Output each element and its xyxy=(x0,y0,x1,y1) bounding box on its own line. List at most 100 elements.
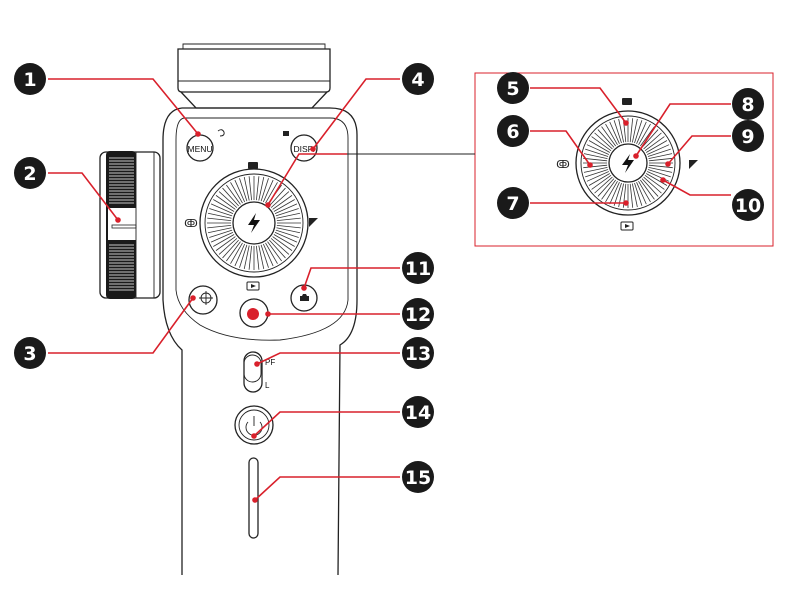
callout-number: 7 xyxy=(506,193,519,215)
exposure-icon xyxy=(309,218,318,227)
dial-tick xyxy=(239,244,248,268)
dial-tick xyxy=(258,176,265,201)
inset-checker-icon xyxy=(622,98,632,105)
dial-tick xyxy=(269,187,286,207)
play-icon xyxy=(246,281,260,291)
inset-flash-icon xyxy=(622,154,634,173)
dial-tick xyxy=(275,229,299,238)
photo-button[interactable] xyxy=(290,284,318,312)
dial-tick xyxy=(226,184,241,205)
dial-tick xyxy=(648,153,673,160)
dial-tick xyxy=(645,140,668,153)
inset-rotate-icon: ↂ xyxy=(556,158,570,171)
dial-tick xyxy=(601,126,616,147)
dial-tick xyxy=(645,173,668,186)
auto-icon xyxy=(283,131,289,136)
callout-badge-6: 6 xyxy=(497,115,529,147)
dial-tick xyxy=(605,180,618,203)
dial-tick xyxy=(583,157,608,162)
dial-tick xyxy=(270,191,290,208)
disp-label: DISP. xyxy=(293,144,314,154)
dial-tick xyxy=(260,244,269,268)
dial-tick xyxy=(634,182,643,206)
dial-tick xyxy=(591,175,612,190)
dial-tick xyxy=(265,242,278,264)
back-arrow-icon xyxy=(217,129,225,137)
callout-badge-2: 2 xyxy=(14,157,46,189)
dial-tick xyxy=(588,140,611,153)
dial-tick xyxy=(239,178,248,202)
dial-tick xyxy=(207,227,232,234)
dial-tick xyxy=(262,243,274,267)
callout-number: 2 xyxy=(23,163,36,185)
mode-switch-l-label: L xyxy=(265,381,270,390)
dial-tick xyxy=(641,178,659,197)
dial-tick xyxy=(230,242,243,264)
dial-tick xyxy=(272,195,293,210)
mode-switch-pf-label: PF xyxy=(265,358,275,367)
dial-tick xyxy=(276,225,301,229)
callout-badge-8: 8 xyxy=(732,88,764,120)
callout-number: 9 xyxy=(741,126,754,148)
dial-tick xyxy=(272,236,293,251)
callout-number: 10 xyxy=(735,195,761,217)
mode-switch[interactable]: PF L xyxy=(243,351,275,393)
dial-tick xyxy=(643,132,662,150)
dial-tick xyxy=(613,120,622,144)
dial-tick xyxy=(594,176,613,194)
callout-number: 6 xyxy=(506,121,519,143)
dial-tick xyxy=(586,171,609,182)
dial-tick xyxy=(629,118,634,143)
dial-tick xyxy=(634,120,643,144)
dial-tick xyxy=(274,203,298,215)
callout-number: 15 xyxy=(405,467,431,489)
top-mount xyxy=(177,43,331,109)
dial-tick xyxy=(588,173,611,186)
dial-tick xyxy=(276,217,301,221)
main-dial[interactable] xyxy=(199,168,309,278)
flash-icon xyxy=(248,213,260,233)
dial-tick xyxy=(613,182,622,206)
dial-tick xyxy=(647,148,671,157)
dial-tick xyxy=(248,176,252,201)
dial-tick xyxy=(631,118,638,143)
inset-play-icon xyxy=(620,221,634,231)
disp-button[interactable]: DISP. xyxy=(290,134,318,162)
dial-tick xyxy=(609,121,620,144)
dial-tick xyxy=(276,227,301,234)
callout-number: 4 xyxy=(411,69,424,91)
dial-tick xyxy=(594,132,613,150)
menu-button[interactable]: MENU xyxy=(186,134,214,162)
dial-tick xyxy=(583,166,608,173)
dial-tick xyxy=(222,239,239,259)
dial-tick xyxy=(213,199,235,212)
dial-tick xyxy=(638,180,651,203)
dial-tick xyxy=(640,126,655,147)
callout-badge-13: 13 xyxy=(402,337,434,369)
dial-tick xyxy=(648,166,673,173)
callout-badge-5: 5 xyxy=(497,72,529,104)
dial-tick xyxy=(243,245,250,270)
dial-tick xyxy=(641,129,659,148)
dial-tick xyxy=(636,121,647,144)
record-button[interactable] xyxy=(239,298,269,328)
dial-tick xyxy=(265,182,278,204)
camera-icon xyxy=(300,294,309,301)
dial-tick xyxy=(243,176,250,201)
dial-tick xyxy=(586,144,609,155)
dial-tick xyxy=(638,123,651,146)
dial-tick xyxy=(618,118,625,143)
dial-tick xyxy=(215,195,236,210)
dial-tick xyxy=(222,187,239,207)
dial-tick xyxy=(226,241,241,262)
power-button[interactable] xyxy=(234,405,274,445)
dial-tick xyxy=(591,136,612,151)
callout-badge-3: 3 xyxy=(14,337,46,369)
dial-tick xyxy=(597,178,615,197)
dial-tick xyxy=(585,148,609,157)
dial-tick xyxy=(640,179,655,200)
dial-tick xyxy=(647,169,671,178)
tracking-button[interactable] xyxy=(188,285,218,315)
